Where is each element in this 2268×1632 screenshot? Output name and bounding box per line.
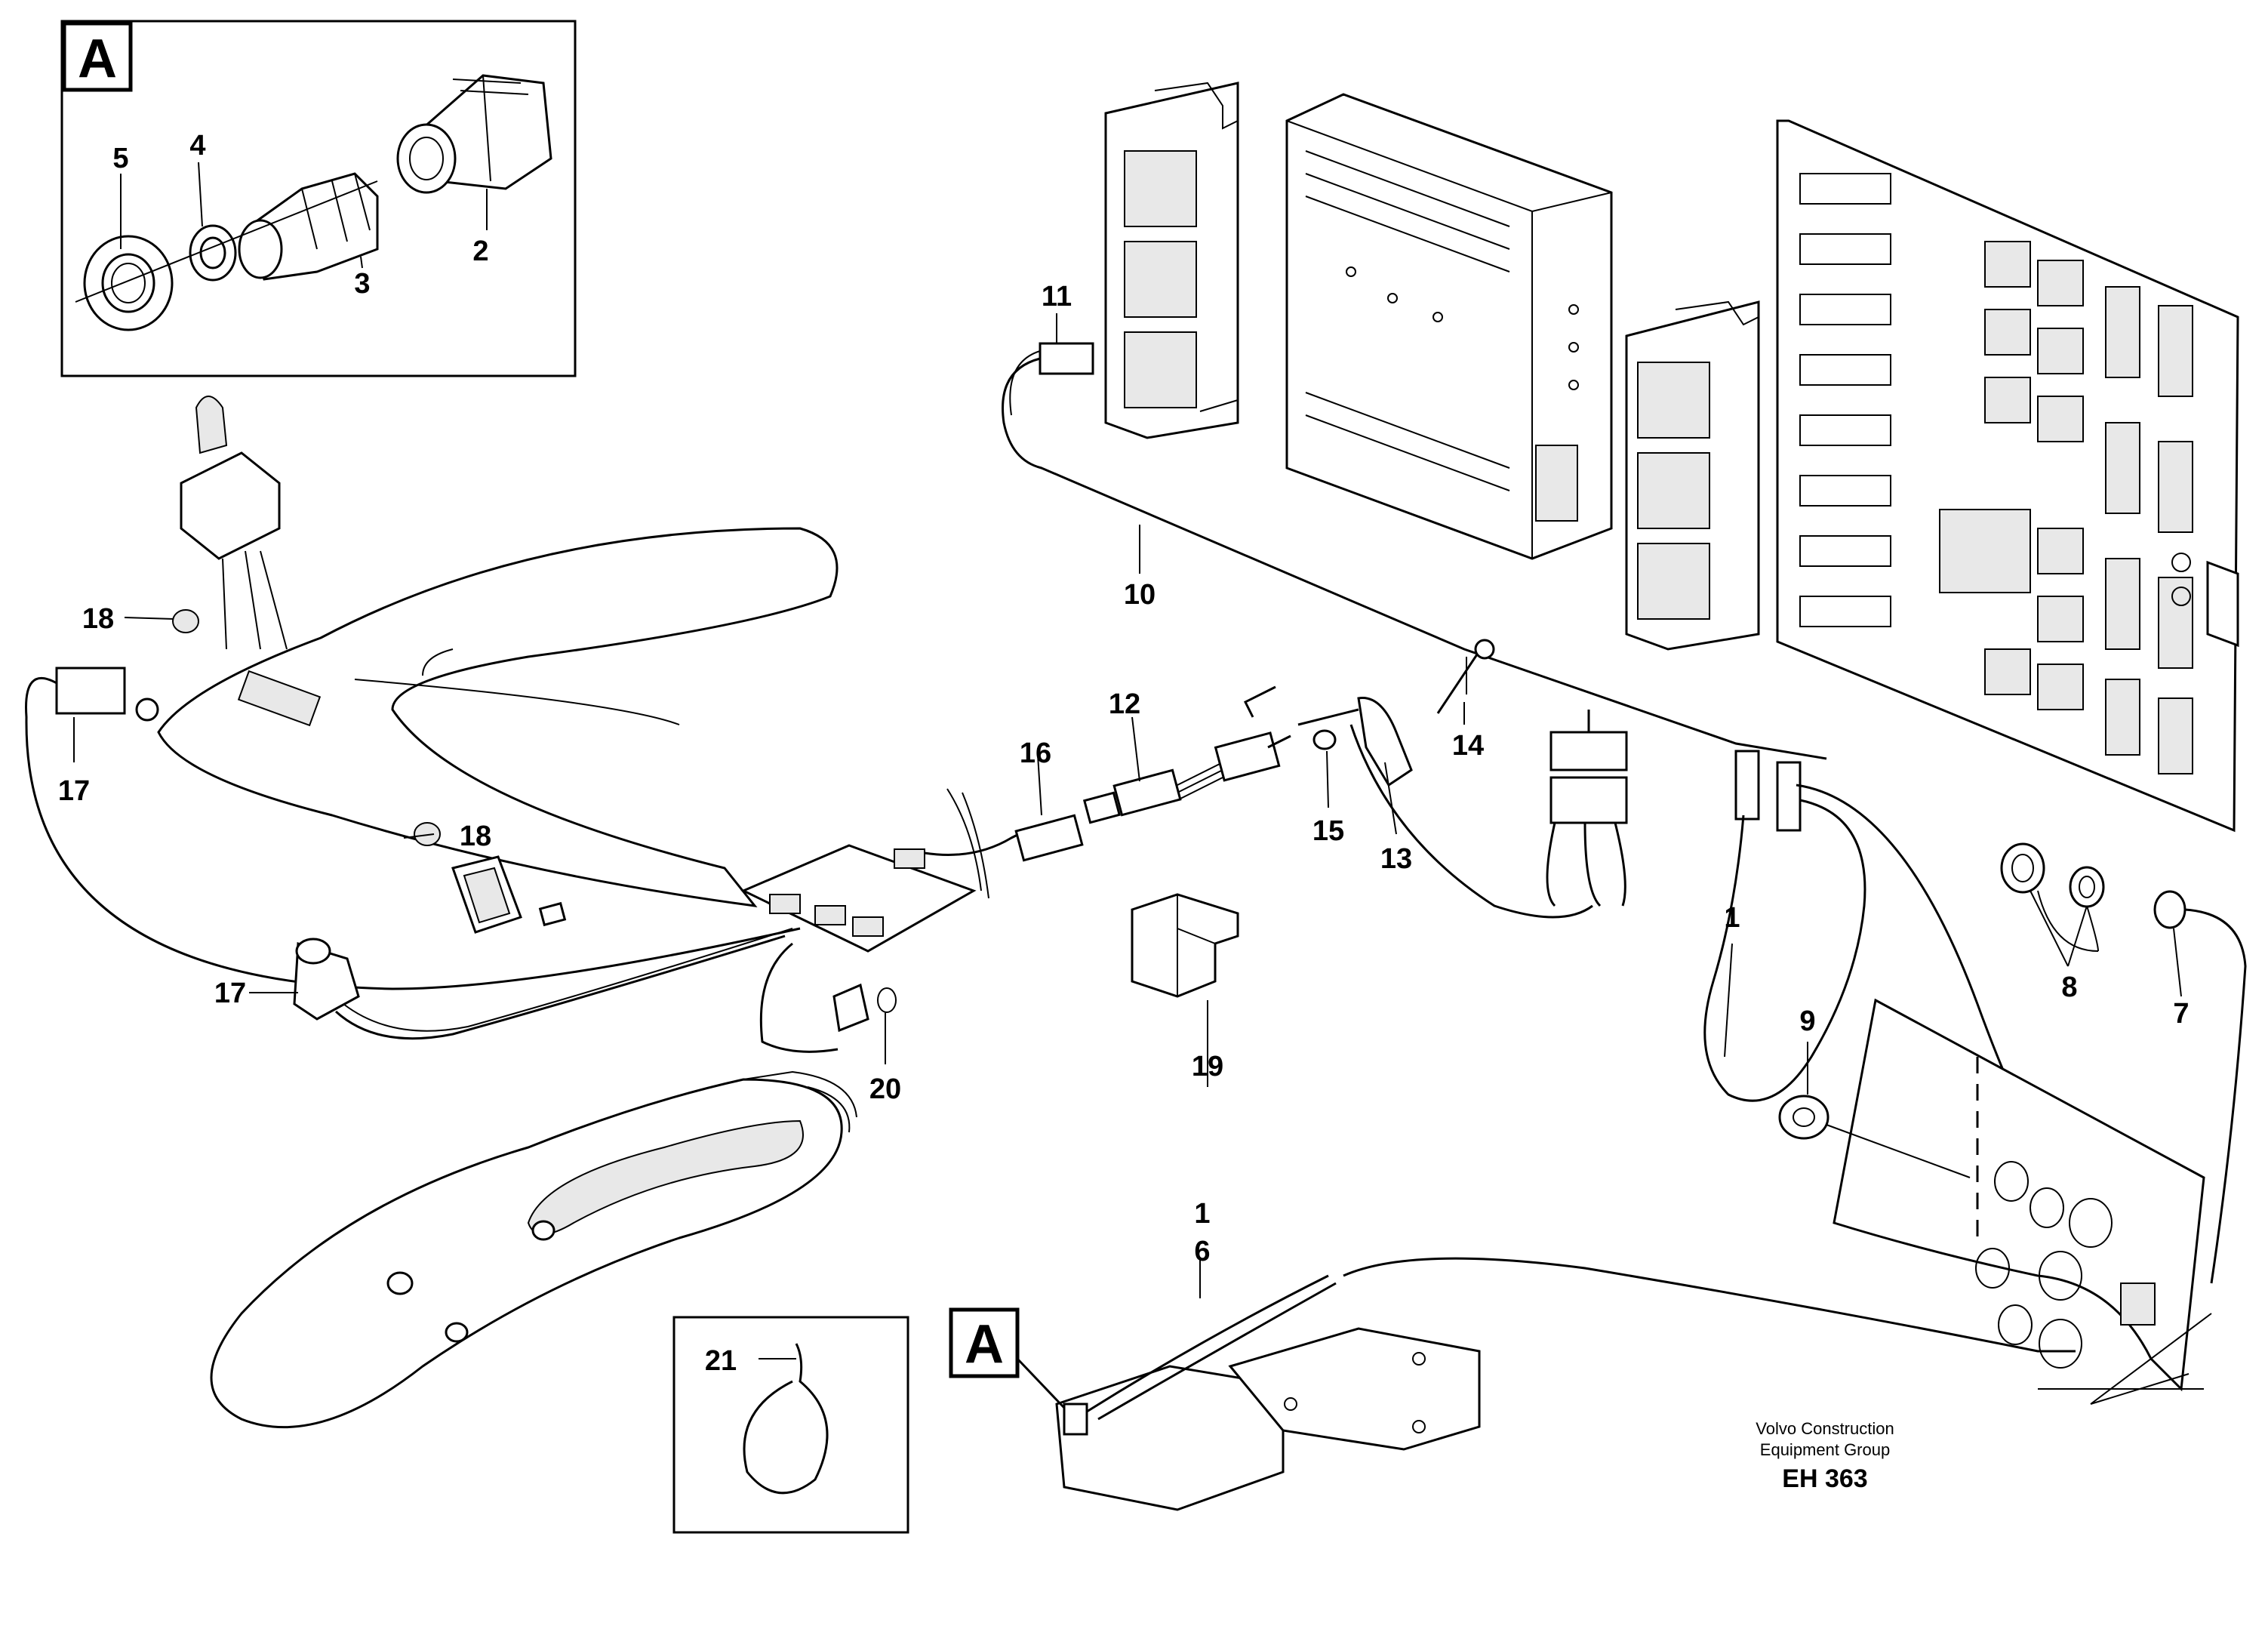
grommets-8-7 xyxy=(2000,842,2247,1284)
instrument-panel xyxy=(1833,998,2205,1392)
callout-17-lower: 17 xyxy=(214,978,246,1009)
armrest-pad xyxy=(210,1070,857,1429)
nut-part xyxy=(83,235,174,331)
harness-10 xyxy=(1002,313,1827,907)
switch-17-lower xyxy=(293,928,793,1040)
fitting-part xyxy=(238,172,379,281)
connectors-16-12 xyxy=(1014,685,1359,862)
callout-18-top: 18 xyxy=(82,603,114,635)
callout-21: 21 xyxy=(705,1345,737,1377)
callout-15: 15 xyxy=(1312,815,1344,847)
callout-4: 4 xyxy=(189,130,205,162)
relay-19 xyxy=(1131,893,1239,998)
callout-7: 7 xyxy=(2173,998,2189,1030)
footer-code: EH 363 xyxy=(1782,1464,1867,1493)
clamp-13-15 xyxy=(1312,697,1593,919)
control-unit xyxy=(1285,93,1613,560)
callout-18-lower: 18 xyxy=(460,821,491,852)
cable-tie-detail xyxy=(672,1316,909,1534)
callout-12: 12 xyxy=(1109,688,1140,720)
module-a xyxy=(1055,1274,1481,1511)
callout-19: 19 xyxy=(1192,1051,1223,1082)
callout-10: 10 xyxy=(1124,579,1156,611)
connector-20 xyxy=(832,983,897,1033)
callout-11: 11 xyxy=(1042,281,1072,313)
nut-9 xyxy=(1778,1095,1971,1178)
callout-1-bottom: 1 xyxy=(1194,1198,1210,1230)
cap-18 xyxy=(172,609,441,846)
leader-lines xyxy=(73,617,2182,1298)
callout-20: 20 xyxy=(869,1073,901,1105)
callout-5: 5 xyxy=(112,143,128,174)
connector-part xyxy=(396,74,552,194)
module-a-letter: A xyxy=(965,1314,1004,1375)
callout-6: 6 xyxy=(1194,1236,1210,1267)
left-bracket xyxy=(1104,82,1239,439)
harness-board xyxy=(740,788,1035,1053)
detail-a-letter: A xyxy=(78,29,117,89)
relay-board xyxy=(1776,119,2239,833)
callout-2: 2 xyxy=(472,236,488,267)
callout-16: 16 xyxy=(1020,737,1051,769)
callout-17-left: 17 xyxy=(58,775,90,807)
callout-1-right: 1 xyxy=(1724,902,1740,934)
callout-8: 8 xyxy=(2061,972,2077,1003)
console-cover xyxy=(157,527,839,907)
rocker-switch xyxy=(451,855,567,934)
push-switch xyxy=(180,396,288,650)
footer-line1: Volvo Construction xyxy=(1756,1419,1894,1438)
switch-17-left xyxy=(25,667,801,990)
callout-14: 14 xyxy=(1452,730,1484,762)
callout-3: 3 xyxy=(354,268,370,300)
right-bracket xyxy=(1625,300,1760,651)
callout-9: 9 xyxy=(1799,1005,1815,1037)
callout-13: 13 xyxy=(1380,843,1412,875)
washer-part xyxy=(189,224,237,282)
footer-line2: Equipment Group xyxy=(1760,1440,1890,1459)
detail-a-panel: A 5 4 3 xyxy=(60,20,577,377)
